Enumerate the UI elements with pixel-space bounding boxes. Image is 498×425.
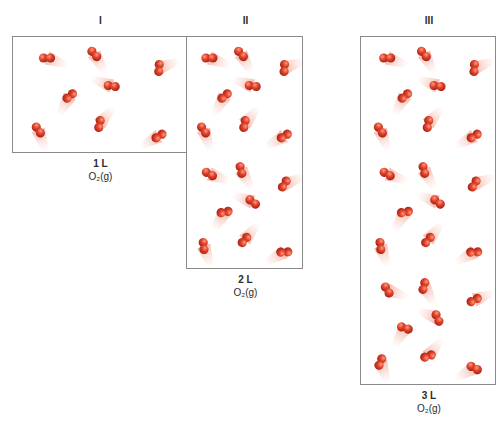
oxygen-molecule	[452, 246, 483, 269]
oxygen-molecule	[279, 54, 307, 77]
oxygen-molecule	[419, 219, 447, 249]
oxygen-molecule	[154, 54, 182, 77]
oxygen-molecule	[201, 51, 232, 72]
oxygen-molecule	[230, 72, 262, 93]
oxygen-molecule	[415, 45, 441, 77]
oxygen-molecule	[414, 72, 446, 93]
volume-label: 3 L	[422, 390, 436, 402]
oxygen-molecule	[136, 128, 168, 153]
oxygen-molecule	[200, 166, 232, 188]
oxygen-molecule	[238, 103, 264, 133]
oxygen-molecule	[452, 128, 484, 153]
oxygen-molecule	[379, 51, 410, 72]
oxygen-molecule	[53, 87, 79, 118]
oxygen-molecule	[197, 237, 218, 269]
oxygen-molecule	[232, 45, 258, 77]
oxygen-molecule	[262, 246, 293, 269]
gas-container: I1 LO₂(g)	[12, 36, 187, 153]
oxygen-molecule	[465, 286, 497, 308]
oxygen-molecule	[236, 219, 264, 249]
oxygen-molecule	[388, 87, 414, 118]
volume-label: 1 L	[93, 158, 107, 170]
container-number: I	[99, 15, 102, 27]
oxygen-molecule	[195, 121, 218, 153]
oxygen-molecule	[262, 128, 294, 153]
oxygen-molecule	[39, 51, 70, 72]
oxygen-molecule	[422, 103, 448, 133]
oxygen-molecule	[30, 121, 53, 153]
oxygen-molecule	[208, 206, 234, 234]
oxygen-molecule	[89, 72, 121, 93]
oxygen-molecule	[93, 103, 119, 133]
oxygen-molecule	[208, 87, 234, 118]
oxygen-molecule	[230, 188, 262, 211]
oxygen-molecule	[374, 237, 395, 269]
oxygen-molecule	[235, 161, 258, 193]
gas-label: O₂(g)	[234, 287, 258, 299]
container-number: II	[243, 15, 249, 27]
gas-container: III3 LO₂(g)	[360, 36, 496, 385]
gas-label: O₂(g)	[89, 171, 113, 183]
oxygen-molecule	[373, 353, 395, 385]
volume-label: 2 L	[238, 274, 252, 286]
oxygen-molecule	[414, 304, 445, 327]
oxygen-molecule	[414, 188, 446, 211]
oxygen-molecule	[417, 161, 440, 193]
oxygen-molecule	[388, 321, 414, 351]
oxygen-molecule	[466, 170, 497, 193]
gas-label: O₂(g)	[417, 403, 441, 415]
gas-container: II2 LO₂(g)	[186, 36, 303, 269]
oxygen-molecule	[417, 277, 441, 309]
oxygen-molecule	[85, 45, 111, 77]
oxygen-molecule	[379, 281, 410, 304]
oxygen-molecule	[372, 121, 395, 153]
container-number: III	[425, 15, 433, 27]
oxygen-molecule	[452, 360, 484, 385]
oxygen-molecule	[388, 206, 414, 234]
oxygen-molecule	[419, 335, 448, 363]
oxygen-molecule	[378, 166, 410, 188]
oxygen-molecule	[469, 54, 497, 77]
